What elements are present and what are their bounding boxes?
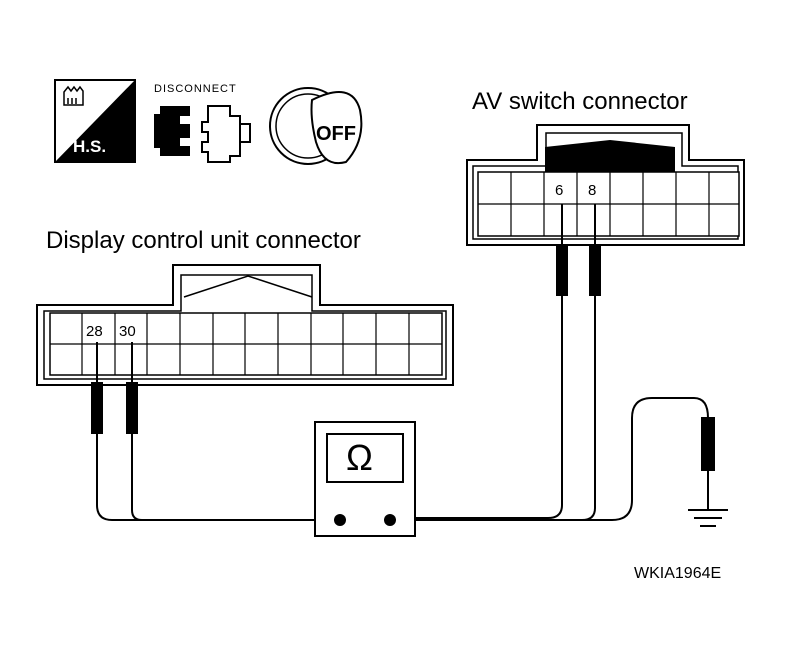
figure-code: WKIA1964E — [634, 565, 721, 582]
display-connector-title: Display control unit connector — [46, 227, 361, 254]
av-pin-6-label: 6 — [555, 182, 563, 199]
av-connector-title: AV switch connector — [472, 88, 688, 115]
hand-icon — [63, 85, 84, 106]
ground-symbol — [688, 509, 728, 527]
ignition-off-icon: OFF — [269, 87, 363, 165]
display-pin-30-label: 30 — [119, 323, 136, 340]
meter-terminal-left — [334, 514, 346, 526]
hs-icon: H.S. — [54, 79, 136, 163]
av-switch-connector: 6 8 — [466, 124, 745, 246]
ohm-symbol: Ω — [346, 437, 373, 478]
ohmmeter: Ω — [314, 421, 416, 537]
disconnect-label: DISCONNECT — [154, 83, 237, 95]
meter-terminal-right — [384, 514, 396, 526]
hs-label: H.S. — [73, 137, 106, 156]
test-leads — [91, 204, 715, 521]
display-pin-28-label: 28 — [86, 323, 103, 340]
av-pin-8-label: 8 — [588, 182, 596, 199]
display-control-unit-connector: 28 30 — [36, 264, 454, 386]
disconnect-icon: DISCONNECT — [154, 83, 251, 163]
off-label: OFF — [316, 123, 356, 145]
